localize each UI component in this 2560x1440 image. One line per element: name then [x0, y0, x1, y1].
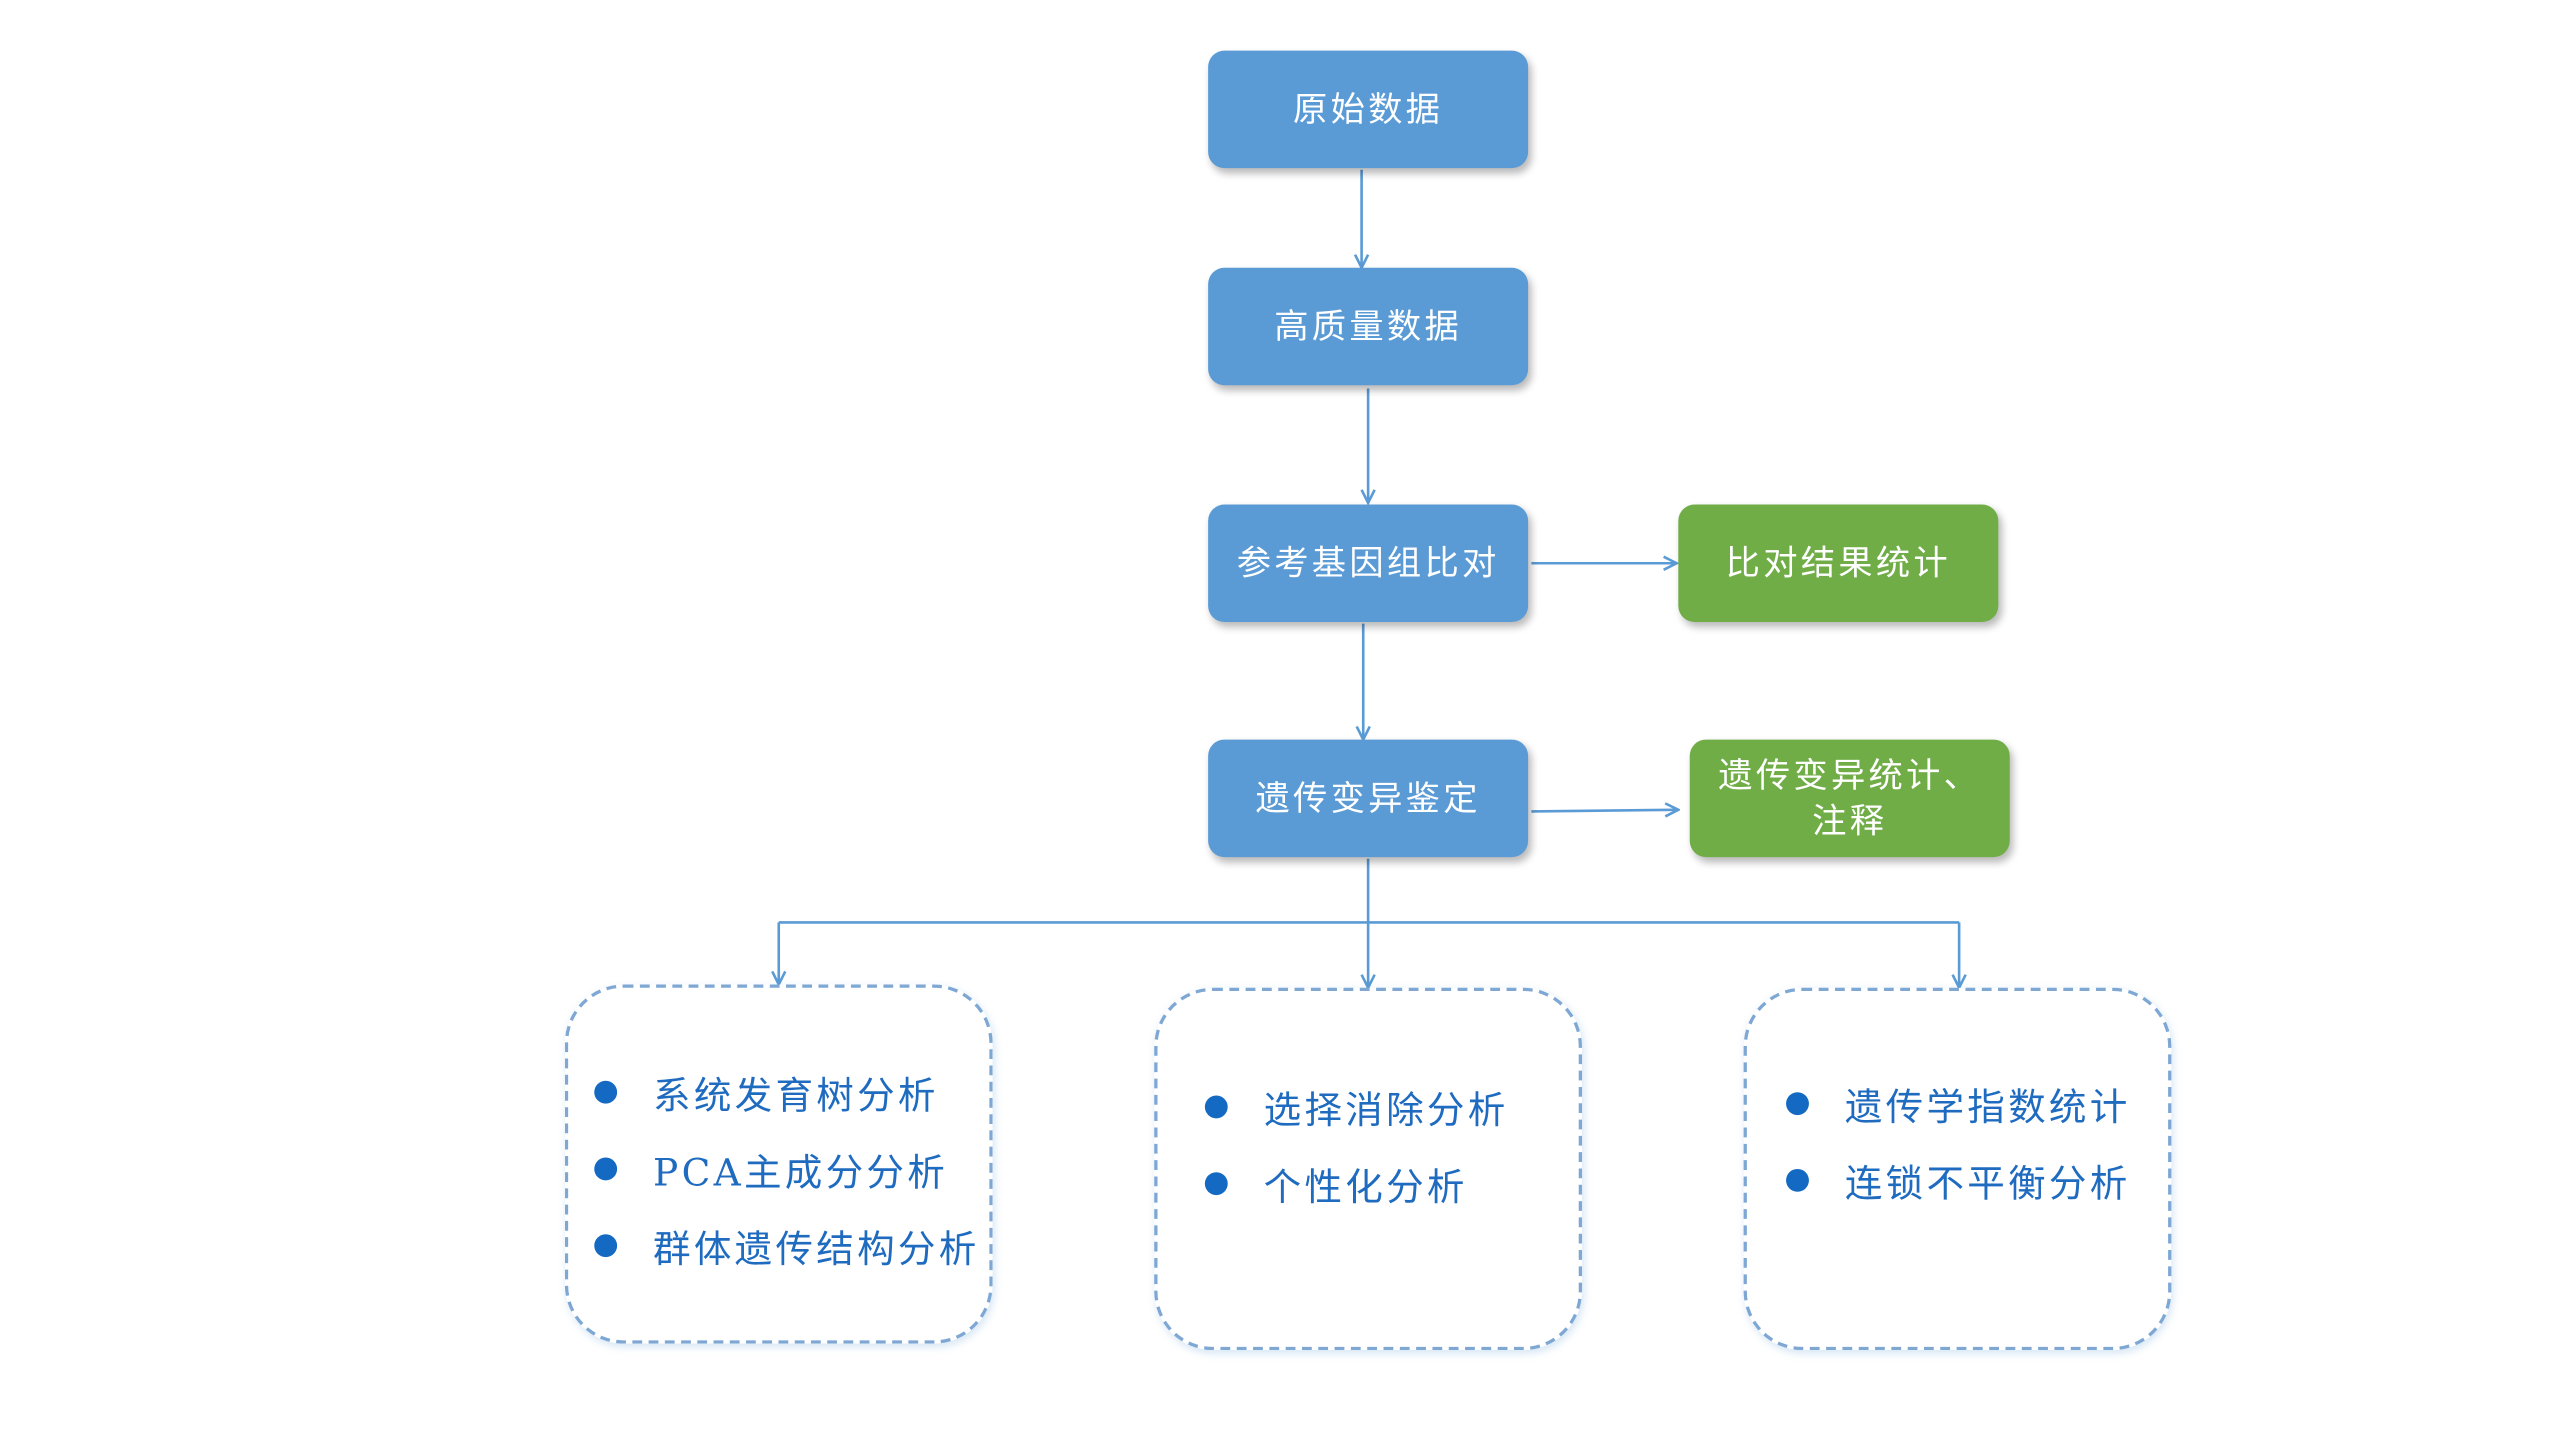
node-variant-stats-label: 遗传变异统计、 注释: [1718, 755, 1982, 841]
node-raw-data-label: 原始数据: [1293, 89, 1444, 129]
bullet-icon: [1204, 1094, 1228, 1118]
panel-right: 遗传学指数统计 连锁不平衡分析: [1743, 987, 2172, 1351]
node-reference-alignment-label: 参考基因组比对: [1236, 543, 1500, 583]
list-item: 连锁不平衡分析: [1786, 1141, 2168, 1218]
bullet-icon: [594, 1156, 618, 1180]
list-item-label: PCA主成分分析: [653, 1151, 949, 1195]
panel-right-list: 遗传学指数统计 连锁不平衡分析: [1747, 1064, 2168, 1217]
node-raw-data: 原始数据: [1208, 50, 1529, 169]
list-item-label: 个性化分析: [1263, 1166, 1468, 1209]
node-high-quality-data: 高质量数据: [1208, 267, 1529, 386]
list-item-label: 遗传学指数统计: [1844, 1086, 2131, 1129]
list-item: 系统发育树分析: [594, 1053, 989, 1130]
list-item: PCA主成分分析: [594, 1130, 989, 1207]
panel-left: 系统发育树分析 PCA主成分分析 群体遗传结构分析: [564, 984, 993, 1344]
node-variant-calling-label: 遗传变异鉴定: [1255, 778, 1481, 818]
arrow-variant-to-stats: [1531, 810, 1676, 812]
list-item: 个性化分析: [1204, 1144, 1579, 1221]
panel-middle: 选择消除分析 个性化分析: [1154, 987, 1582, 1351]
bullet-icon: [1786, 1168, 1809, 1191]
list-item-label: 选择消除分析: [1263, 1089, 1509, 1133]
node-high-quality-data-label: 高质量数据: [1274, 306, 1462, 347]
node-alignment-stats: 比对结果统计: [1678, 504, 1999, 623]
node-variant-stats: 遗传变异统计、 注释: [1689, 739, 2010, 858]
list-item: 群体遗传结构分析: [594, 1206, 989, 1283]
bullet-icon: [1786, 1091, 1809, 1115]
node-variant-calling: 遗传变异鉴定: [1208, 739, 1529, 858]
node-reference-alignment: 参考基因组比对: [1208, 504, 1529, 623]
bullet-icon: [594, 1233, 618, 1257]
list-item: 选择消除分析: [1204, 1068, 1579, 1145]
list-item-label: 群体遗传结构分析: [653, 1228, 980, 1271]
list-item: 遗传学指数统计: [1786, 1064, 2168, 1141]
panel-middle-list: 选择消除分析 个性化分析: [1158, 1068, 1579, 1221]
node-alignment-stats-label: 比对结果统计: [1725, 543, 1951, 583]
bullet-icon: [594, 1079, 618, 1103]
panel-left-list: 系统发育树分析 PCA主成分分析 群体遗传结构分析: [568, 1053, 989, 1283]
list-item-label: 系统发育树分析: [653, 1075, 939, 1118]
list-item-label: 连锁不平衡分析: [1844, 1163, 2131, 1206]
bullet-icon: [1204, 1171, 1228, 1195]
